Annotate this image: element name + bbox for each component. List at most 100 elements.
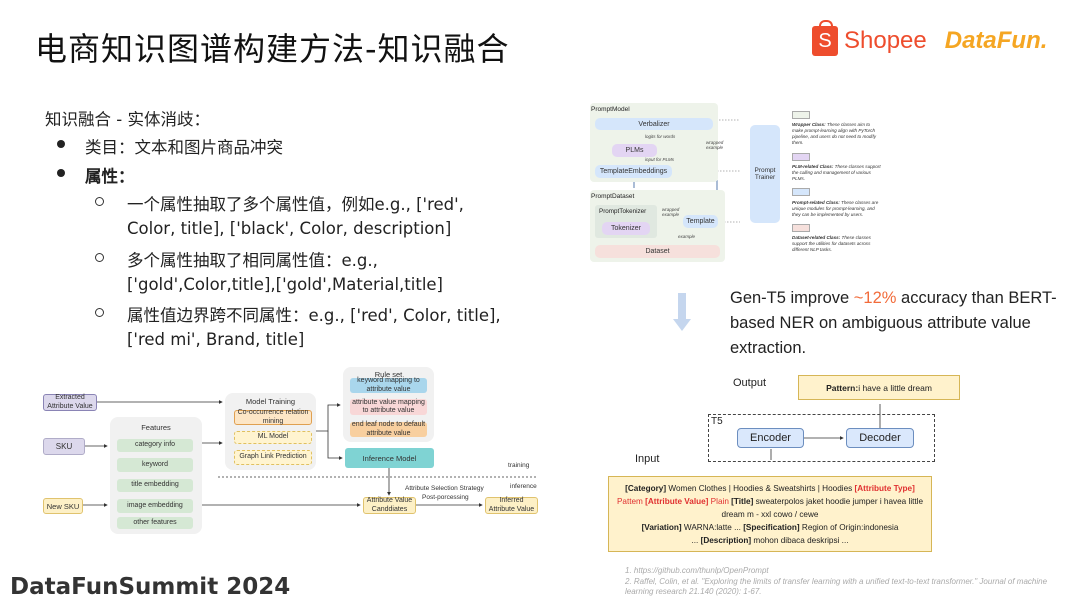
feature-item: image embedding	[117, 499, 193, 513]
sub-item-text: 属性值边界跨不同属性：e.g., ['red', Color, title],	[127, 306, 501, 325]
decoder-node: Decoder	[846, 428, 914, 448]
wrapped-example-label: wrapped example	[662, 207, 680, 217]
footnote: 2. Raffel, Colin, et al. "Exploring the …	[625, 576, 1048, 597]
field-value: WARNA:latte ...	[681, 523, 744, 532]
model-item: ML Model	[234, 431, 312, 444]
example-label: example	[678, 234, 696, 239]
verbalizer-node: Verbalizer	[595, 118, 713, 130]
legend-text: These classes support the utilities for …	[792, 235, 871, 252]
prompt-model-label: PromptModel	[591, 106, 630, 113]
inference-model-node: Inference Model	[345, 448, 434, 468]
sub-item-text: 多个属性抽取了相同属性值：e.g.,	[127, 251, 378, 270]
input-plms-label: input for PLMs	[645, 157, 675, 162]
feature-item: title embedding	[117, 479, 193, 492]
rule-item: keyword mapping to attribute value	[350, 377, 427, 393]
rule-item: attribute value mapping to attribute val…	[350, 399, 427, 415]
feature-item: category info	[117, 439, 193, 452]
legend-swatch	[792, 111, 810, 119]
highlight-percent: ~12%	[853, 289, 897, 307]
sub-item-text: Color, title], ['black', Color, descript…	[127, 219, 452, 238]
t5-label: T5	[711, 416, 723, 427]
field-key: [Description]	[700, 536, 752, 545]
pattern-label: Pattern:	[826, 382, 859, 393]
gen-t5-summary: Gen-T5 improve ~12% accuracy than BERT-b…	[730, 286, 1060, 361]
down-arrow-icon	[673, 293, 691, 331]
field-key: [Category]	[625, 484, 667, 493]
strategy-label: Attribute Selection Strategy	[405, 485, 484, 492]
legend-swatch	[792, 188, 810, 196]
field-value: Plain	[708, 497, 732, 506]
bullet-icon	[57, 140, 65, 148]
template-embeddings-node: TemplateEmbeddings	[595, 165, 672, 178]
rule-item: end leaf node to default attribute value	[350, 421, 427, 437]
model-training-group: Model Training Co-occurrence relation mi…	[225, 393, 316, 470]
field-value: Region of Origin:indonesia	[799, 523, 899, 532]
bullet-category: 类目：文本和图片商品冲突	[85, 138, 283, 157]
legend-item: Wrapper Class: These classes aim to make…	[792, 122, 882, 146]
shopee-bag-icon: S	[812, 20, 838, 56]
datafun-logo: DataFun.	[944, 27, 1048, 54]
shopee-logo: S Shopee DataFun.	[812, 20, 1048, 56]
field-key: [Variation]	[641, 523, 682, 532]
tokenizer-node: Tokenizer	[602, 222, 650, 235]
input-label: Input	[635, 453, 660, 465]
legend-swatch	[792, 153, 810, 161]
model-item: Co-occurrence relation mining	[234, 409, 312, 425]
model-item: Graph Link Prediction	[234, 450, 312, 465]
logits-label: logits for words	[645, 134, 676, 139]
prompt-trainer-node: Prompt Trainer	[750, 125, 780, 223]
field-key: [Specification]	[743, 523, 800, 532]
features-title: Features	[141, 423, 171, 432]
legend-swatch	[792, 224, 810, 232]
sub-item-text: ['gold',Color,title],['gold',Material,ti…	[127, 275, 443, 294]
legend-label: Prompt-related Class:	[792, 200, 840, 205]
field-key: [Title]	[731, 497, 754, 506]
wrapped-example-label: wrapped example	[706, 140, 724, 150]
inference-label: inference	[510, 483, 537, 490]
candidates-node: Attribute Value Canddiates	[363, 497, 416, 514]
sub-bullet-icon	[95, 197, 104, 206]
input-box: [Category] Women Clothes | Hoodies & Swe…	[608, 476, 932, 552]
inferred-attribute-node: Inferred Attribute Value	[485, 497, 538, 514]
output-label: Output	[733, 377, 767, 389]
pattern-box: Pattern: i have a little dream	[798, 375, 960, 400]
t5-container	[708, 414, 935, 462]
legend-item: PLM-related Class: These classes support…	[792, 164, 882, 182]
legend-text: These classes support the calling and ma…	[792, 164, 881, 181]
template-node: Template	[683, 215, 718, 228]
field-key: [Attribute Type]	[854, 484, 915, 493]
field-value: sweaterpolos jaket hoodie jumper i havea…	[721, 497, 924, 519]
training-label: training	[508, 462, 530, 469]
prompt-dataset-label: PromptDataset	[591, 193, 635, 200]
shopee-wordmark: Shopee	[844, 27, 927, 54]
feature-item: keyword	[117, 458, 193, 472]
bullet-icon	[57, 169, 65, 177]
sub-item-text: 一个属性抽取了多个属性值，例如e.g., ['red',	[127, 195, 464, 214]
legend-item: Dataset-related Class: These classes sup…	[792, 235, 882, 253]
footer-brand: DataFunSummit 2024	[10, 574, 291, 600]
field-value: ...	[691, 536, 701, 545]
summary-text: Gen-T5 improve	[730, 289, 854, 307]
summary-text: accuracy than BERT-based NER on ambiguou…	[730, 289, 1057, 357]
legend-text: These classes are unique modules for pro…	[792, 200, 879, 217]
plms-node: PLMs	[612, 144, 657, 157]
field-value: Pattem	[616, 497, 646, 506]
sub-bullet-icon	[95, 253, 104, 262]
legend-label: Wrapper Class:	[792, 122, 826, 127]
extracted-attribute-value-node: Extracted Attribute Value	[43, 394, 97, 411]
feature-item: other features	[117, 517, 193, 529]
rule-set-group: Rule set keyword mapping to attribute va…	[343, 367, 434, 442]
prompt-tokenizer-label: PromptTokenizer	[599, 208, 647, 215]
dataset-node: Dataset	[595, 245, 720, 258]
rule-set-title: Rule set	[374, 370, 403, 379]
legend-label: PLM-related Class:	[792, 164, 834, 169]
legend-item: Prompt-related Class: These classes are …	[792, 200, 882, 218]
section-heading: 知识融合 - 实体消歧：	[45, 110, 210, 129]
model-training-title: Model Training	[245, 397, 296, 406]
field-value: Women Clothes | Hoodies & Sweatshirts | …	[666, 484, 855, 493]
legend-text: These classes aim to make prompt-learnin…	[792, 122, 877, 145]
post-processing-label: Post-porcessing	[422, 494, 469, 501]
encoder-node: Encoder	[737, 428, 804, 448]
features-group: Features category info keyword title emb…	[110, 417, 202, 534]
sub-bullet-icon	[95, 308, 104, 317]
